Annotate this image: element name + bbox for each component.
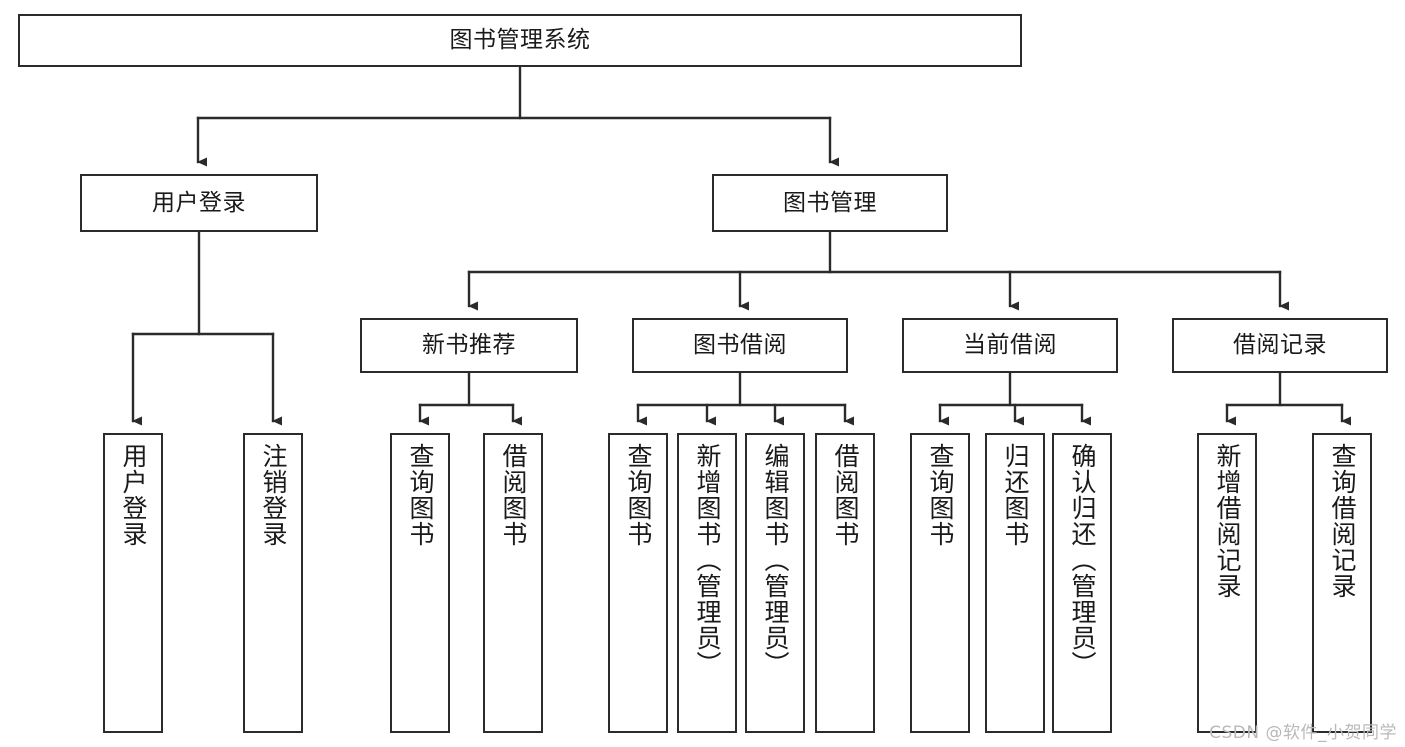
node-label: 当前借阅	[963, 332, 1057, 359]
node-label: 新增借阅记录	[1213, 443, 1242, 599]
node-label: 用户登录	[119, 443, 148, 547]
node-label: 图书管理	[783, 189, 877, 216]
node-leaf-query-book-1[interactable]: 查询图书	[390, 433, 450, 733]
node-label: 新增图书（管理员）	[693, 443, 722, 677]
node-label: 图书管理系统	[449, 27, 591, 54]
node-label: 注销登录	[259, 443, 288, 547]
node-book-manage[interactable]: 图书管理	[712, 174, 948, 232]
node-label: 查询图书	[926, 443, 955, 547]
node-user-login[interactable]: 用户登录	[80, 174, 318, 232]
node-current-borrow[interactable]: 当前借阅	[902, 318, 1118, 373]
node-leaf-borrow-book-2[interactable]: 借阅图书	[815, 433, 875, 733]
node-label: 查询借阅记录	[1328, 443, 1357, 599]
node-label: 新书推荐	[422, 332, 516, 359]
node-leaf-add-book[interactable]: 新增图书（管理员）	[677, 433, 737, 733]
node-label: 借阅图书	[499, 443, 528, 547]
node-leaf-borrow-book-1[interactable]: 借阅图书	[483, 433, 543, 733]
node-borrow-record[interactable]: 借阅记录	[1172, 318, 1388, 373]
node-label: 归还图书	[1001, 443, 1030, 547]
node-new-book-recommend[interactable]: 新书推荐	[360, 318, 578, 373]
node-leaf-edit-book[interactable]: 编辑图书（管理员）	[745, 433, 805, 733]
node-leaf-user-logout[interactable]: 注销登录	[243, 433, 303, 733]
node-leaf-query-record[interactable]: 查询借阅记录	[1312, 433, 1372, 733]
node-label: 编辑图书（管理员）	[761, 443, 790, 677]
node-leaf-return-book[interactable]: 归还图书	[985, 433, 1045, 733]
watermark-text: CSDN @软件_小贺同学	[1209, 723, 1397, 743]
node-label: 用户登录	[152, 189, 246, 216]
node-leaf-confirm-return[interactable]: 确认归还（管理员）	[1052, 433, 1112, 733]
node-leaf-query-book-3[interactable]: 查询图书	[910, 433, 970, 733]
node-leaf-add-record[interactable]: 新增借阅记录	[1197, 433, 1257, 733]
node-leaf-user-login[interactable]: 用户登录	[103, 433, 163, 733]
node-label: 借阅图书	[831, 443, 860, 547]
node-label: 借阅记录	[1233, 332, 1327, 359]
node-book-borrow[interactable]: 图书借阅	[632, 318, 848, 373]
node-root-system[interactable]: 图书管理系统	[18, 14, 1022, 67]
node-label: 查询图书	[624, 443, 653, 547]
node-label: 确认归还（管理员）	[1068, 443, 1097, 677]
node-leaf-query-book-2[interactable]: 查询图书	[608, 433, 668, 733]
node-label: 查询图书	[406, 443, 435, 547]
node-label: 图书借阅	[693, 332, 787, 359]
